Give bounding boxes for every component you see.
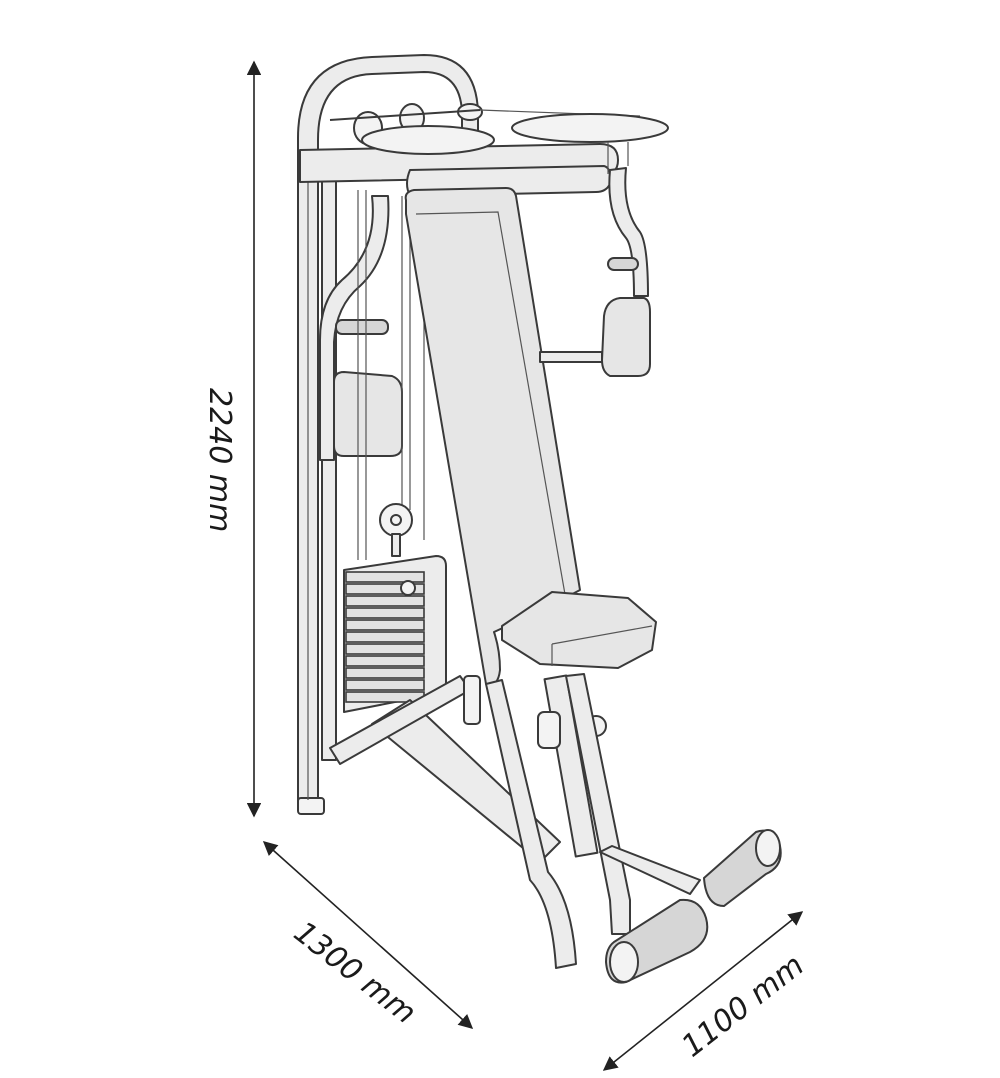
width-dimension-label: 1100 mm bbox=[675, 948, 810, 1064]
left-grip bbox=[335, 319, 389, 335]
front-leg-left bbox=[485, 679, 577, 969]
depth-dimension-label: 1300 mm bbox=[287, 915, 422, 1031]
width-dimension-line bbox=[602, 911, 804, 1071]
right-grip bbox=[607, 257, 639, 271]
seat-pad bbox=[501, 591, 657, 669]
top-plate-right bbox=[511, 113, 669, 143]
right-arm-pad bbox=[601, 297, 651, 377]
rear-frame-foot bbox=[297, 797, 325, 815]
depth-dimension-line bbox=[262, 841, 474, 1029]
right-press-arm bbox=[608, 167, 649, 297]
base-rail bbox=[371, 699, 561, 863]
weight-stack bbox=[343, 555, 447, 713]
machine bbox=[297, 54, 782, 984]
stack-pulley bbox=[379, 503, 413, 537]
top-plate-left bbox=[361, 125, 495, 155]
left-arm-pad bbox=[333, 371, 403, 457]
height-dimension-label: 2240 mm bbox=[202, 388, 237, 532]
front-frame-post bbox=[321, 179, 337, 761]
